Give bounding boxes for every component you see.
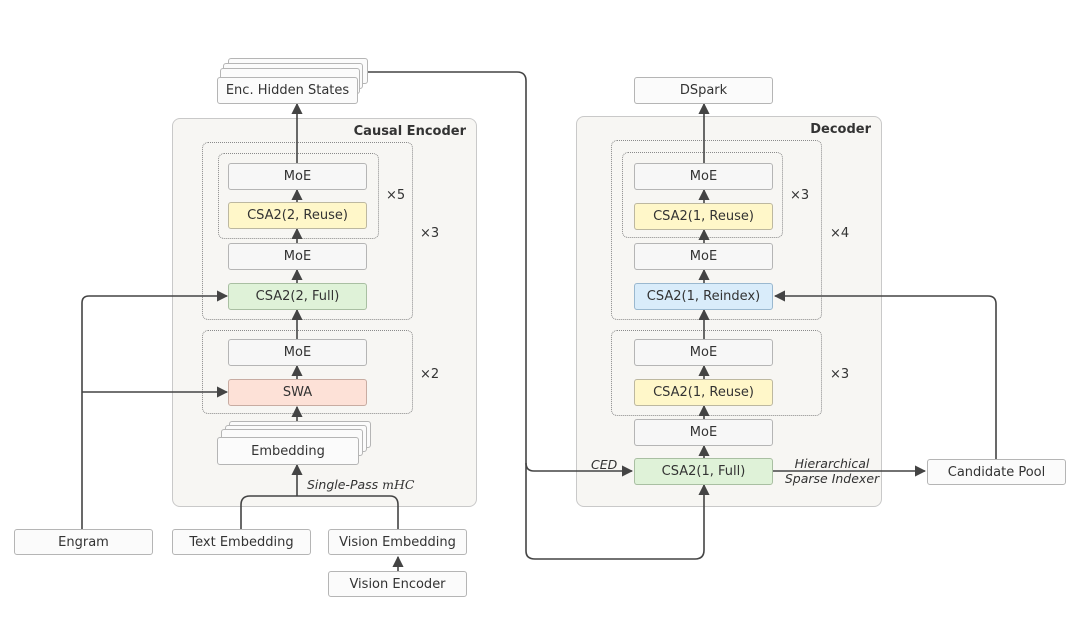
embedding-node: Embedding — [217, 437, 359, 465]
single-pass-mhc-label: Single-Pass mHC — [307, 477, 414, 492]
sparse-indexer-label: Hierarchical Sparse Indexer — [782, 456, 882, 486]
decoder-csa-full-node: CSA2(1, Full) — [634, 458, 773, 485]
ced-label: CED — [591, 457, 618, 472]
encoder-csa-full-node: CSA2(2, Full) — [228, 283, 367, 310]
text-embedding-node: Text Embedding — [172, 529, 311, 555]
decoder-csa-reindex-node: CSA2(1, Reindex) — [634, 283, 773, 310]
decoder-moe-node-middle: MoE — [634, 243, 773, 270]
encoder-csa-reuse-node: CSA2(2, Reuse) — [228, 202, 367, 229]
decoder-outer-group — [611, 140, 822, 320]
line-candidate-pool-to-reindex — [773, 290, 997, 459]
decoder-inner-repeat: ×3 — [790, 188, 810, 203]
encoder-moe-node-middle: MoE — [228, 243, 367, 270]
vision-embedding-node: Vision Embedding — [328, 529, 467, 555]
decoder-moe-node-lower: MoE — [634, 339, 773, 366]
decoder-title: Decoder — [810, 122, 871, 137]
decoder-bottom-repeat: ×3 — [830, 367, 850, 382]
mhc-math-text: mHC — [382, 477, 415, 492]
decoder-csa-reuse-node-top: CSA2(1, Reuse) — [634, 203, 773, 230]
dspark-node: DSpark — [634, 77, 773, 104]
encoder-outer-repeat: ×3 — [420, 226, 440, 241]
single-pass-prefix: Single-Pass — [307, 477, 383, 492]
enc-hidden-states-node: Enc. Hidden States — [217, 77, 358, 104]
encoder-bottom-repeat: ×2 — [420, 367, 440, 382]
decoder-csa-reuse-node-bottom: CSA2(1, Reuse) — [634, 379, 773, 406]
decoder-moe-node-top: MoE — [634, 163, 773, 190]
candidate-pool-node: Candidate Pool — [927, 459, 1066, 485]
line-hidden-states-to-ced — [368, 71, 634, 477]
encoder-moe-node-top: MoE — [228, 163, 367, 190]
line-hidden-states-loop — [525, 463, 710, 560]
engram-node: Engram — [14, 529, 153, 555]
encoder-bottom-group — [202, 330, 413, 414]
sparse-indexer-line-1: Hierarchical — [794, 456, 870, 471]
line-engram-vertical — [81, 290, 229, 529]
encoder-moe-node-bottom: MoE — [228, 339, 367, 366]
causal-encoder-title: Causal Encoder — [353, 124, 466, 139]
decoder-outer-repeat: ×4 — [830, 226, 850, 241]
decoder-moe-node-bottom: MoE — [634, 419, 773, 446]
sparse-indexer-line-2: Sparse Indexer — [784, 471, 880, 486]
encoder-outer-group — [202, 142, 413, 320]
encoder-inner-repeat: ×5 — [386, 188, 406, 203]
decoder-bottom-group — [611, 330, 822, 416]
vision-encoder-node: Vision Encoder — [328, 571, 467, 597]
line-text-embedding-merge — [240, 495, 399, 529]
encoder-swa-node: SWA — [228, 379, 367, 406]
